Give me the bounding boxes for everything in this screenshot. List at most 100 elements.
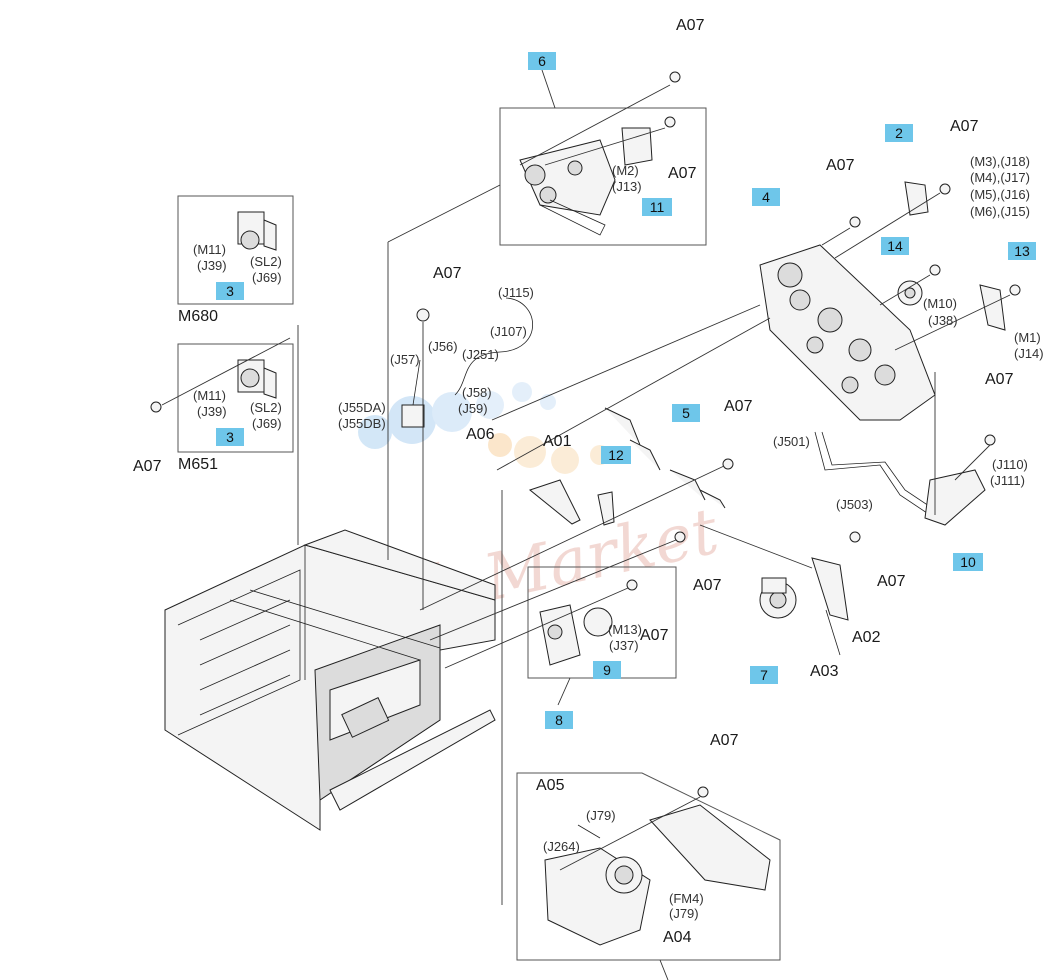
motor-13 [979, 284, 1006, 331]
part-a06 [401, 359, 425, 428]
conn-j13: (J13) [612, 179, 642, 194]
conn-j55db: (J55DB) [338, 416, 386, 431]
label-m651: M651 [178, 456, 218, 473]
svg-text:3: 3 [226, 429, 234, 445]
conn-j57: (J57) [390, 352, 420, 367]
part-a01 [528, 479, 581, 525]
assembly-6-drive [519, 127, 653, 236]
screw-a07-10 [984, 434, 996, 446]
cable-j115 [454, 297, 534, 396]
conn-j503: (J503) [836, 497, 873, 512]
svg-text:8: 8 [555, 712, 563, 728]
conn-m11-m680: (M11) [193, 242, 226, 257]
conn-j58: (J58) [462, 385, 492, 400]
conn-j39-m651: (J39) [197, 404, 227, 419]
conn-sl2-m651: (SL2) [250, 400, 282, 415]
screw-a07-13 [1009, 284, 1021, 296]
label-a07-4: A07 [826, 157, 855, 174]
assembly-8-drive [539, 604, 613, 666]
m651-frame [177, 343, 294, 453]
conn-j264: (J264) [543, 839, 580, 854]
conn-j59: (J59) [458, 401, 488, 416]
drive-assembly-4 [759, 244, 936, 421]
conn-j107: (J107) [490, 324, 527, 339]
conn-j39-m680: (J39) [197, 258, 227, 273]
conn-j111: (J111) [990, 473, 1025, 488]
m651-motor [237, 359, 277, 399]
conn-j55da: (J55DA) [338, 400, 386, 415]
conn-j79-top: (J79) [586, 808, 616, 823]
svg-text:13: 13 [1014, 243, 1030, 259]
svg-text:5: 5 [682, 405, 690, 421]
part-12 [597, 491, 615, 526]
conn-j501: (J501) [773, 434, 810, 449]
label-a07-left: A07 [133, 458, 162, 475]
screw-a07-7 [849, 531, 861, 543]
conn-sl2-m680: (SL2) [250, 254, 282, 269]
callout-4: 4 [752, 188, 780, 206]
screw-a07-left [150, 401, 162, 413]
screw-a07-8 [674, 531, 686, 543]
label-a07-10: A07 [985, 371, 1014, 388]
label-a07-asm6: A07 [668, 165, 697, 182]
label-a01: A01 [543, 433, 572, 450]
label-a05: A05 [536, 777, 565, 794]
cable-10 [814, 431, 986, 526]
screw-a07-top [669, 71, 681, 83]
callout-6: 6 [528, 52, 556, 70]
callout-12: 12 [601, 446, 631, 464]
screw-a07-asm6 [664, 116, 676, 128]
callout-2: 2 [885, 124, 913, 142]
part-a02-bracket [811, 557, 849, 621]
label-a07-mid: A07 [433, 265, 462, 282]
svg-text:4: 4 [762, 189, 770, 205]
label-a07-2: A07 [950, 118, 979, 135]
label-a02: A02 [852, 629, 881, 646]
sensor-2 [904, 181, 929, 216]
callout-8: 8 [545, 711, 573, 729]
label-m680: M680 [178, 308, 218, 325]
callout-3-m680: 3 [216, 282, 244, 300]
label-a06: A06 [466, 426, 495, 443]
label-a07-5: A07 [724, 398, 753, 415]
conn-m4-j17: (M4),(J17) [970, 170, 1030, 185]
main-chassis [164, 529, 496, 831]
conn-j37: (J37) [609, 638, 639, 653]
conn-m5-j16: (M5),(J16) [970, 187, 1030, 202]
label-a07-8: A07 [693, 577, 722, 594]
part-7-motor [759, 577, 797, 619]
fan-assembly [544, 804, 771, 946]
screw-a07-5 [722, 458, 734, 470]
label-a07-9: A07 [640, 627, 669, 644]
callout-7: 7 [750, 666, 778, 684]
watermark-logo [358, 382, 610, 474]
conn-j14: (J14) [1014, 346, 1044, 361]
screw-a07-2 [939, 183, 951, 195]
conn-j56: (J56) [428, 339, 458, 354]
conn-m3-j18: (M3),(J18) [970, 154, 1030, 169]
callout-9: 9 [593, 661, 621, 679]
part-5-guides [604, 407, 726, 509]
conn-j69-m651: (J69) [252, 416, 282, 431]
svg-text:6: 6 [538, 53, 546, 69]
conn-fm4: (FM4) [669, 891, 704, 906]
screw-a07-9 [626, 579, 638, 591]
callout-5: 5 [672, 404, 700, 422]
label-a07-fan: A07 [710, 732, 739, 749]
svg-text:3: 3 [226, 283, 234, 299]
conn-j115: (J115) [498, 285, 534, 300]
screw-a07-4 [849, 216, 861, 228]
conn-j251: (J251) [462, 347, 499, 362]
callout-11: 11 [642, 198, 672, 216]
screw-a07-14 [929, 264, 941, 276]
conn-j79-fan: (J79) [669, 906, 699, 921]
callout-10: 10 [953, 553, 983, 571]
label-a07-7: A07 [877, 573, 906, 590]
fan-assembly-frame [516, 772, 781, 961]
screw-a07-mid [416, 308, 430, 322]
svg-text:7: 7 [760, 667, 768, 683]
m680-frame [177, 195, 294, 305]
conn-j38: (J38) [928, 313, 958, 328]
assembly-6-frame [499, 107, 707, 246]
